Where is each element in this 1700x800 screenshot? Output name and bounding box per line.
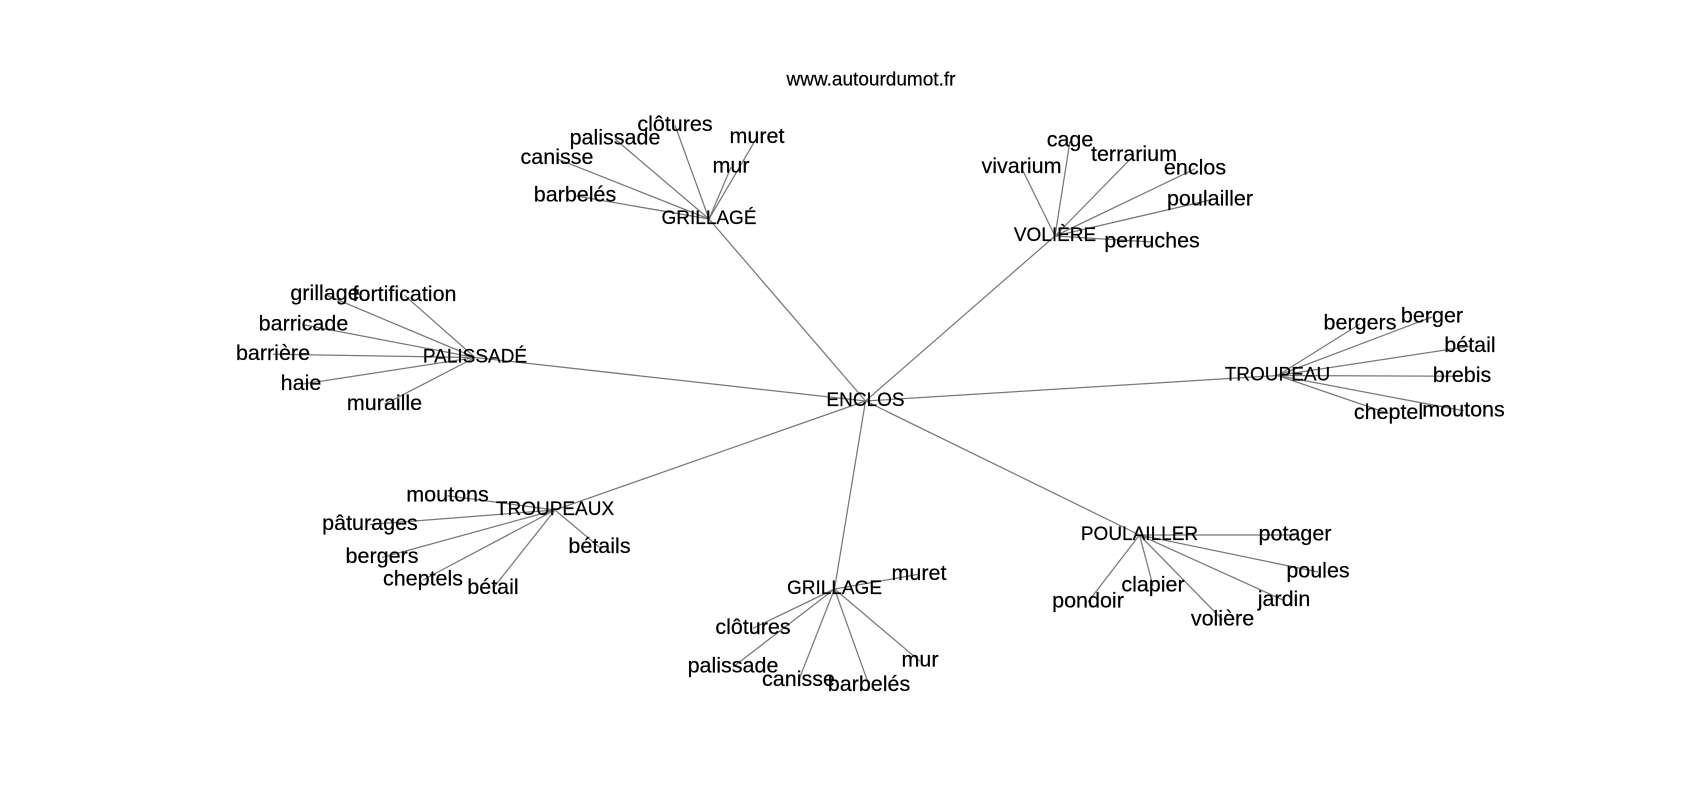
svg-text:enclos: enclos xyxy=(1164,155,1226,179)
svg-text:mur: mur xyxy=(712,154,749,178)
svg-text:poules: poules xyxy=(1286,559,1349,583)
svg-text:pâturages: pâturages xyxy=(322,511,418,535)
svg-text:clôtures: clôtures xyxy=(715,615,790,639)
svg-text:TROUPEAUX: TROUPEAUX xyxy=(496,499,615,520)
svg-text:mur: mur xyxy=(901,648,938,672)
svg-text:ENCLOS: ENCLOS xyxy=(826,390,904,411)
svg-text:cheptels: cheptels xyxy=(383,567,463,591)
svg-text:bergers: bergers xyxy=(346,544,419,568)
svg-text:barbelés: barbelés xyxy=(828,672,910,696)
svg-text:canisse: canisse xyxy=(521,145,594,169)
svg-text:palissade: palissade xyxy=(570,126,661,150)
svg-text:muret: muret xyxy=(730,124,785,148)
svg-text:VOLIÈRE: VOLIÈRE xyxy=(1014,225,1096,246)
svg-text:grillage: grillage xyxy=(290,281,359,305)
svg-text:clôtures: clôtures xyxy=(637,112,712,136)
svg-text:TROUPEAU: TROUPEAU xyxy=(1225,364,1331,385)
svg-text:terrarium: terrarium xyxy=(1091,142,1177,166)
svg-text:cage: cage xyxy=(1047,127,1094,151)
svg-text:moutons: moutons xyxy=(1422,397,1504,421)
svg-text:perruches: perruches xyxy=(1104,229,1200,253)
svg-text:POULAILLER: POULAILLER xyxy=(1081,524,1198,545)
svg-text:muraille: muraille xyxy=(347,391,422,415)
svg-text:jardin: jardin xyxy=(1257,587,1311,611)
svg-text:muret: muret xyxy=(892,561,947,585)
svg-text:fortification: fortification xyxy=(353,282,457,306)
svg-text:barbelés: barbelés xyxy=(534,182,616,206)
svg-text:palissade: palissade xyxy=(688,654,779,678)
svg-text:potager: potager xyxy=(1259,522,1332,546)
svg-text:bergers: bergers xyxy=(1324,311,1397,335)
svg-text:canisse: canisse xyxy=(762,667,835,691)
svg-text:volière: volière xyxy=(1191,606,1254,630)
svg-text:moutons: moutons xyxy=(406,482,488,506)
svg-text:GRILLAGE: GRILLAGE xyxy=(787,578,882,599)
svg-text:GRILLAGÉ: GRILLAGÉ xyxy=(661,208,756,229)
svg-text:vivarium: vivarium xyxy=(981,154,1061,178)
svg-text:www.autourdumot.fr: www.autourdumot.fr xyxy=(786,70,957,91)
svg-text:bétails: bétails xyxy=(568,534,630,558)
svg-text:pondoir: pondoir xyxy=(1052,589,1124,613)
svg-text:clapier: clapier xyxy=(1121,573,1184,597)
svg-text:barrière: barrière xyxy=(236,341,310,365)
svg-text:haie: haie xyxy=(281,371,322,395)
svg-text:bétail: bétail xyxy=(1444,333,1495,357)
svg-text:PALISSADÉ: PALISSADÉ xyxy=(423,346,527,367)
svg-text:poulailler: poulailler xyxy=(1167,187,1253,211)
svg-text:berger: berger xyxy=(1401,304,1463,328)
svg-text:brebis: brebis xyxy=(1433,363,1492,387)
svg-text:bétail: bétail xyxy=(467,575,518,599)
svg-text:barricade: barricade xyxy=(259,311,349,335)
svg-text:cheptel: cheptel xyxy=(1354,400,1423,424)
